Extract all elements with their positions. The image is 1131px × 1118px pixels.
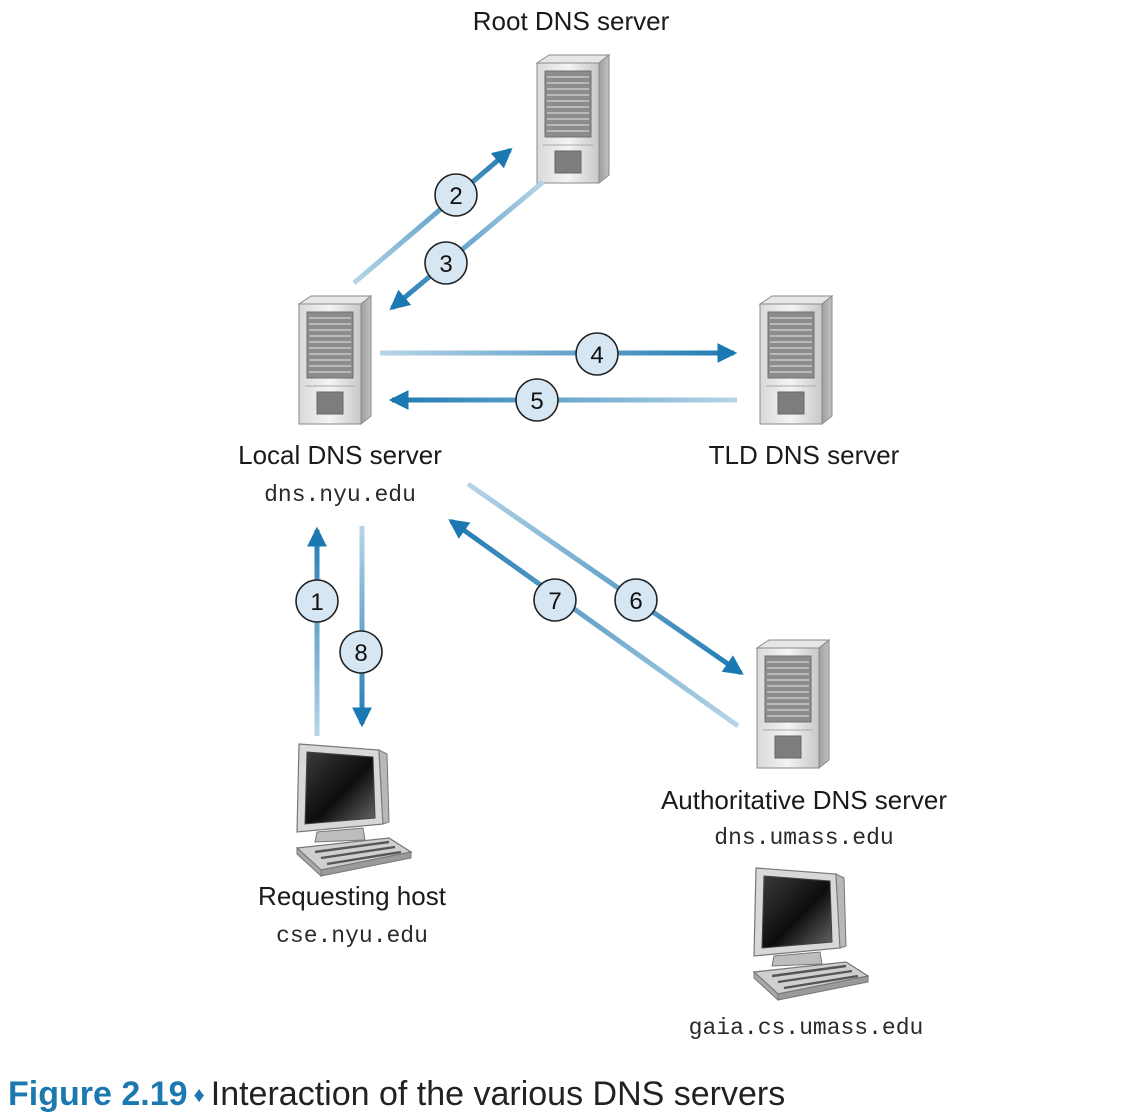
arrow-step-3 bbox=[389, 180, 545, 311]
target-host-address: gaia.cs.umass.edu bbox=[688, 1015, 924, 1041]
tld-dns-server-icon bbox=[759, 295, 833, 425]
figure-caption: Figure 2.19♦Interaction of the various D… bbox=[8, 1074, 785, 1118]
arrow-step-2 bbox=[352, 147, 513, 285]
step-badge-7: 7 bbox=[533, 578, 577, 622]
requesting-host-computer-icon bbox=[295, 742, 413, 878]
step-badge-4: 4 bbox=[575, 332, 619, 376]
step-badge-6: 6 bbox=[614, 578, 658, 622]
root-dns-server-icon bbox=[536, 54, 610, 184]
local-dns-server-label: Local DNS server bbox=[238, 440, 442, 470]
step-number-8: 8 bbox=[354, 640, 367, 667]
figure-number: Figure 2.19 bbox=[8, 1075, 188, 1113]
step-number-6: 6 bbox=[629, 588, 642, 615]
authoritative-dns-server-label: Authoritative DNS server bbox=[660, 785, 948, 815]
step-badge-3: 3 bbox=[424, 241, 468, 285]
step-badge-8: 8 bbox=[339, 630, 383, 674]
step-badge-5: 5 bbox=[515, 378, 559, 422]
tld-dns-server-label: TLD DNS server bbox=[708, 440, 900, 470]
step-badge-1: 1 bbox=[295, 579, 339, 623]
authoritative-dns-server-host: dns.umass.edu bbox=[714, 825, 894, 851]
root-dns-server-label: Root DNS server bbox=[472, 6, 670, 36]
step-number-1: 1 bbox=[310, 589, 323, 616]
caption-separator-icon: ♦ bbox=[193, 1082, 205, 1107]
arrow-step-6 bbox=[466, 481, 744, 676]
step-badge-2: 2 bbox=[434, 173, 478, 217]
step-number-2: 2 bbox=[449, 183, 462, 210]
requesting-host-address: cse.nyu.edu bbox=[276, 923, 428, 949]
target-host-computer-icon bbox=[752, 866, 870, 1002]
step-number-7: 7 bbox=[548, 588, 561, 615]
requesting-host-label: Requesting host bbox=[258, 881, 446, 911]
step-number-3: 3 bbox=[439, 251, 452, 278]
step-number-4: 4 bbox=[590, 342, 603, 369]
caption-text: Interaction of the various DNS servers bbox=[210, 1075, 786, 1113]
authoritative-dns-server-icon bbox=[756, 639, 830, 769]
step-number-5: 5 bbox=[530, 388, 543, 415]
arrow-step-7 bbox=[448, 518, 740, 729]
local-dns-server-icon bbox=[298, 295, 372, 425]
local-dns-server-host: dns.nyu.edu bbox=[264, 482, 416, 508]
